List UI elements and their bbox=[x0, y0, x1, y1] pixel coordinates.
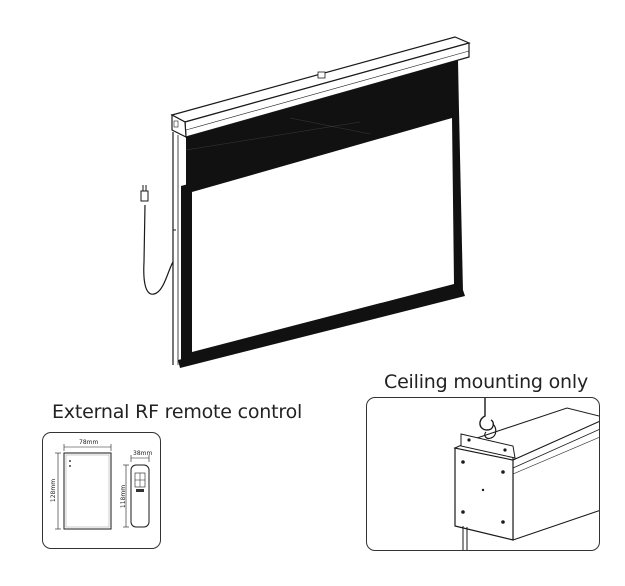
mounting-bracket bbox=[460, 433, 516, 459]
remote-control-panel: 78mm 128mm 38mm 118mm bbox=[42, 432, 161, 549]
projection-screen bbox=[140, 36, 471, 368]
remote-drawing bbox=[55, 444, 150, 530]
ceiling-mount-drawing bbox=[453, 398, 599, 550]
ceiling-mount-panel bbox=[366, 397, 600, 551]
ceiling-caption: Ceiling mounting only bbox=[384, 371, 589, 393]
remote-width-label: 38mm bbox=[133, 450, 153, 457]
power-cord bbox=[143, 204, 174, 295]
receiver-width-label: 78mm bbox=[79, 439, 99, 446]
projection-surface bbox=[192, 118, 454, 352]
remote-height-label: 118mm bbox=[120, 484, 128, 509]
remote-caption: External RF remote control bbox=[52, 401, 303, 423]
rf-receiver-box bbox=[63, 452, 112, 530]
receiver-height-label: 128mm bbox=[50, 478, 58, 503]
ceiling-hook bbox=[479, 398, 495, 431]
screen-bottom-bar bbox=[178, 290, 465, 368]
power-plug bbox=[140, 190, 149, 202]
black-top-drop bbox=[186, 60, 459, 186]
